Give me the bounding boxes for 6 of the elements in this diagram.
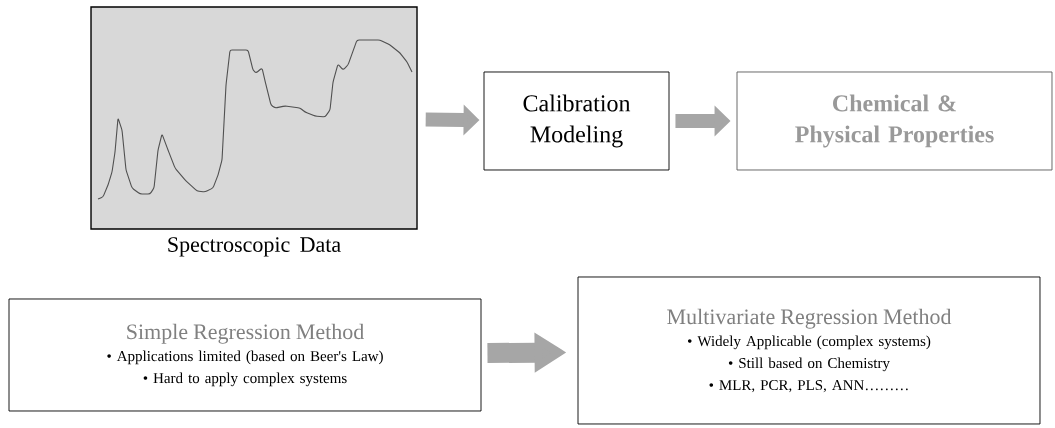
process-box: Chemical & Physical Properties: [736, 71, 1053, 171]
spectrum-plot-drawing: [90, 6, 418, 230]
method-box: Simple Regression Method • Applications limited (based on Beer's Law) • Hard to apply complex systems: [8, 298, 482, 412]
process-box: Calibration Modeling: [483, 71, 670, 171]
plot-label: Spectroscopic Data: [168, 237, 341, 257]
method-box: Multivariate Regression Method • Widely Applicable (complex systems) • Still based on Chemistry • MLR, PCR, PLS, ANN………: [577, 276, 1041, 425]
